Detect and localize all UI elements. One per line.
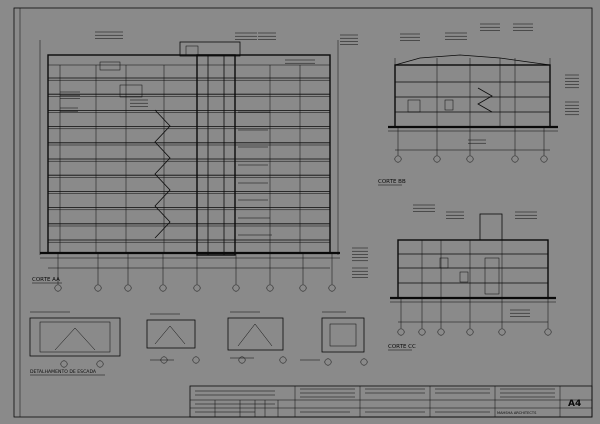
section-bb-column-lines [394,58,551,127]
section-cc-grid-bubbles [397,298,552,336]
stair-flight-zigzag [154,109,171,239]
sheet-size-label: A4 [568,399,581,409]
title-block: A4 MAHSHA ARCHITECTS [189,385,593,418]
section-bb-annotation-marks [400,23,579,144]
section-bb-elevation: CORTE BB [378,23,579,186]
section-aa-grid-bubbles [54,253,336,292]
firm-name: MAHSHA ARCHITECTS [497,411,537,415]
section-bb-label: CORTE BB [378,179,406,185]
stair-detail-label: DETALHAMENTO DE ESCADA [30,369,97,375]
section-aa-floor-lines [48,77,330,243]
section-aa-label: CORTE AA [32,277,60,283]
section-cc-label: CORTE CC [388,344,416,350]
section-bb-grid-bubbles [394,127,548,163]
section-aa-elevation: CORTE AA [32,31,358,292]
stair-detail-row: DETALHAMENTO DE ESCADA [29,311,368,376]
stair-detail-annotation-marks [30,311,368,368]
elevator-core [196,54,236,256]
title-block-cell-lines [195,388,555,417]
section-cc-elevation: CORTE CC [352,204,556,351]
section-cc-annotation-marks [352,204,537,317]
section-aa-annotation-marks [60,31,358,236]
section-cc-column-lines [397,240,549,298]
